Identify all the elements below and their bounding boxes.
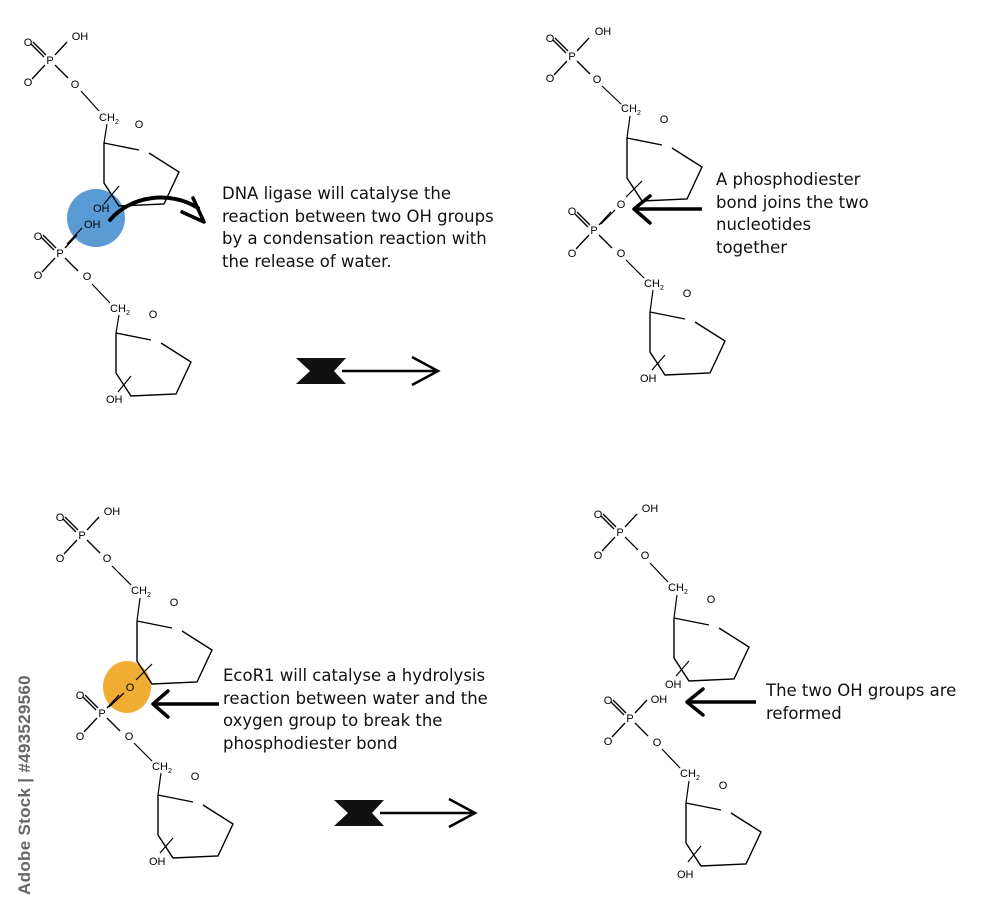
atom-p: P (98, 708, 105, 720)
atom-oh: OH (640, 373, 657, 385)
atom-o: O (24, 77, 33, 89)
atom-o: O (546, 73, 555, 85)
atom-subscript: 2 (115, 119, 119, 126)
atom-oh: OH (84, 219, 101, 231)
atom-oh: OH (104, 506, 121, 518)
atom-o: O (56, 553, 65, 565)
atom-ch: CH (110, 303, 126, 315)
atom-o: O (617, 199, 626, 211)
atom-oh: OH (595, 26, 612, 38)
atom-oh: OH (665, 679, 682, 691)
atom-o: O (719, 780, 728, 792)
atom-o: O (83, 271, 92, 283)
atom-o: O (76, 731, 85, 743)
atom-ch: CH (621, 103, 637, 115)
atom-ch: CH (99, 112, 115, 124)
atom-subscript: 2 (660, 285, 664, 292)
atom-o: O (594, 509, 603, 521)
atom-p: P (590, 225, 597, 237)
atom-o: O (568, 206, 577, 218)
atom-subscript: 2 (684, 589, 688, 596)
atom-p: P (568, 51, 575, 63)
atom-p: P (46, 55, 53, 67)
atom-o: O (170, 597, 179, 609)
panel-ecor1-reactant: P O O OH O CH 2 O O P O O O CH 2 O OH (56, 506, 234, 868)
atom-o: O (604, 736, 613, 748)
atom-o: O (76, 690, 85, 702)
atom-ch: CH (131, 585, 147, 597)
atom-o: O (71, 79, 80, 91)
atom-o: O (125, 731, 134, 743)
atom-o: O (594, 550, 603, 562)
atom-p: P (626, 713, 633, 725)
atom-o: O (103, 553, 112, 565)
atom-o: O (135, 119, 144, 131)
atom-subscript: 2 (126, 310, 130, 317)
atom-p: P (78, 530, 85, 542)
atom-ch: CH (680, 768, 696, 780)
reaction-arrow-bottom (334, 797, 478, 829)
atom-o: O (593, 74, 602, 86)
reformed-caption: The two OH groups are reformed (766, 681, 957, 723)
atom-o: O (126, 682, 135, 694)
atom-o: O (24, 37, 33, 49)
panel-ligase-product: P O O OH O CH 2 O O P O O O CH 2 O OH (546, 26, 726, 385)
atom-o: O (191, 771, 200, 783)
atom-o: O (568, 248, 577, 260)
atom-subscript: 2 (696, 775, 700, 782)
atom-oh: OH (149, 856, 166, 868)
atom-o: O (683, 288, 692, 300)
atom-oh: OH (651, 694, 668, 706)
atom-subscript: 2 (168, 768, 172, 775)
panel-ligase-reactants: P O O OH O CH 2 O OH OH P O O O CH 2 O O… (24, 31, 206, 406)
atom-ch: CH (152, 761, 168, 773)
atom-o: O (149, 309, 158, 321)
reaction-arrow-top (296, 355, 441, 387)
atom-o: O (707, 594, 716, 606)
ecor1-caption: EcoR1 will catalyse a hydrolysis reactio… (223, 666, 488, 753)
atom-o: O (34, 231, 43, 243)
ligase-caption: DNA ligase will catalyse the reaction be… (222, 184, 494, 271)
atom-o: O (56, 512, 65, 524)
atom-ch: CH (668, 582, 684, 594)
atom-oh: OH (677, 869, 694, 881)
atom-oh: OH (106, 394, 123, 406)
atom-subscript: 2 (637, 110, 641, 117)
atom-oh: OH (72, 31, 89, 43)
atom-o: O (660, 114, 669, 126)
ligase-highlight (67, 189, 125, 247)
panel-ecor1-products: P O O OH O CH 2 O OH P O O OH O CH 2 O O… (594, 503, 762, 881)
atom-o: O (546, 33, 555, 45)
atom-o: O (653, 737, 662, 749)
watermark-text: Adobe Stock | #493529560 (15, 675, 34, 895)
atom-oh: OH (93, 203, 110, 215)
atom-o: O (34, 270, 43, 282)
atom-subscript: 2 (147, 592, 151, 599)
atom-p: P (616, 527, 623, 539)
phosphodiester-caption: A phosphodiester bond joins the two nucl… (716, 170, 869, 257)
atom-o: O (617, 248, 626, 260)
atom-o: O (604, 695, 613, 707)
atom-p: P (56, 248, 63, 260)
atom-ch: CH (644, 278, 660, 290)
atom-o: O (641, 550, 650, 562)
atom-oh: OH (642, 503, 659, 515)
